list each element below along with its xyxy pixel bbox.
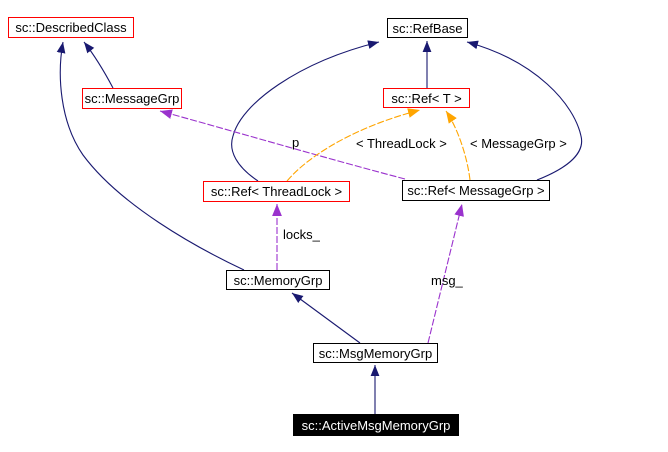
- node-sc-msg-memory-grp[interactable]: sc::MsgMemoryGrp: [313, 343, 438, 363]
- edge-usage-refmessagegrp-to-messagegrp-p: [159, 109, 406, 180]
- edge-template-refthreadlock-to-reft: [286, 108, 421, 182]
- edge-usage-msgmemorygrp-to-refmessagegrp-msg: [427, 203, 464, 344]
- edge-label-p: p: [292, 135, 300, 150]
- edge-template-refmessagegrp-to-reft: [445, 110, 471, 181]
- node-sc-message-grp[interactable]: sc::MessageGrp: [82, 88, 182, 109]
- node-sc-ref-base[interactable]: sc::RefBase: [387, 18, 468, 38]
- edge-label-template-thread-lock: < ThreadLock >: [356, 136, 447, 151]
- edge-label-locks: locks_: [283, 227, 320, 242]
- edge-inheritance-memorygrp-to-describedclass: [56, 41, 245, 271]
- edge-inheritance-refthreadlock-to-refbase: [231, 40, 380, 182]
- edge-inheritance-msgmemorygrp-to-memorygrp: [291, 292, 361, 344]
- edge-label-msg: msg_: [431, 273, 463, 288]
- node-sc-memory-grp[interactable]: sc::MemoryGrp: [226, 270, 330, 290]
- node-sc-described-class[interactable]: sc::DescribedClass: [8, 17, 134, 38]
- edge-inheritance-messagegrp-to-describedclass: [83, 41, 114, 89]
- edge-inheritance-refmessagegrp-to-refbase: [466, 40, 583, 181]
- edge-label-template-message-grp: < MessageGrp >: [470, 136, 567, 151]
- node-sc-ref-thread-lock[interactable]: sc::Ref< ThreadLock >: [203, 181, 350, 202]
- node-sc-ref-message-grp[interactable]: sc::Ref< MessageGrp >: [402, 180, 550, 201]
- node-sc-active-msg-memory-grp-current: sc::ActiveMsgMemoryGrp: [293, 414, 459, 436]
- node-sc-ref-t[interactable]: sc::Ref< T >: [383, 88, 470, 108]
